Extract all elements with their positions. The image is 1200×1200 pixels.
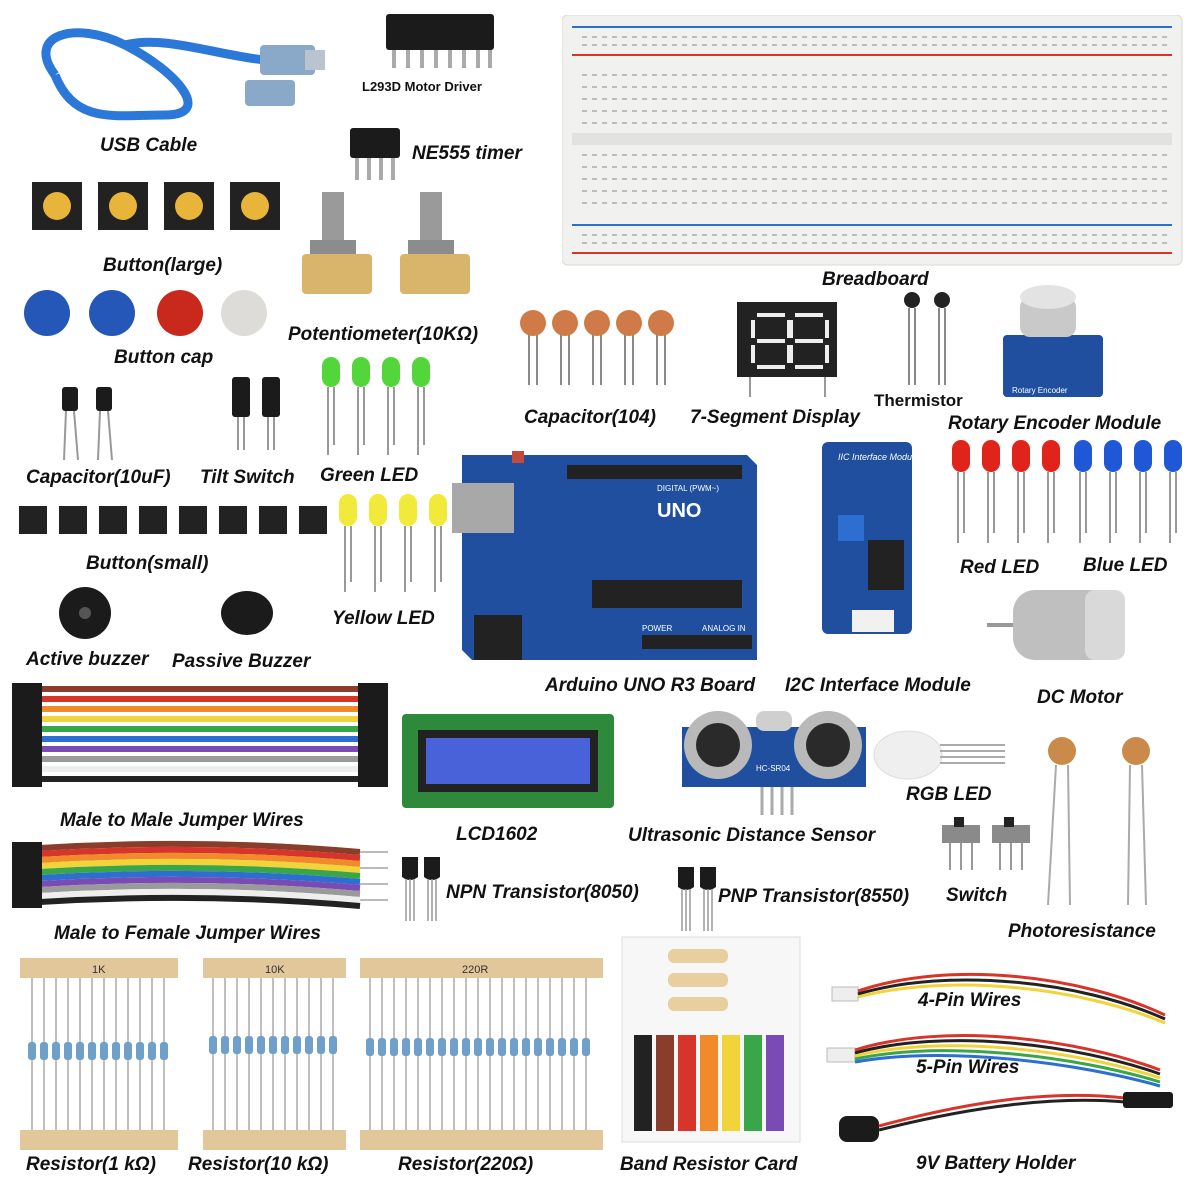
usb-cable-label: USB Cable [100,135,198,156]
arduino-board: UNO DIGITAL (PWM~) POWER ANALOG IN [452,445,762,670]
battery-holder [835,1090,1180,1150]
tilt-switches [228,375,288,455]
capacitor-104-label: Capacitor(104) [524,407,656,428]
active-buzzer-label: Active buzzer [26,649,149,670]
rotary-encoder-label: Rotary Encoder Module [948,413,1162,434]
red-led-label: Red LED [960,557,1040,578]
resistor-1k-label: Resistor(1 kΩ) [26,1154,156,1175]
usb-cable [15,15,335,135]
pnp-transistors [676,865,721,935]
four-pin-wires [830,965,1175,1025]
male-female-jumper-wires [10,838,390,918]
potentiometers [300,190,485,315]
red-leds [948,438,1063,548]
ne555-chip [345,125,405,185]
slide-switches [940,815,1040,875]
male-male-jumper-wires [10,675,390,805]
yellow-leds [335,492,450,597]
resistor-1k-text: 1K [92,964,106,976]
rgb-led [870,725,1010,785]
arduino-label: Arduino UNO R3 Board [545,675,756,696]
passive-buzzer-label: Passive Buzzer [172,651,311,672]
pin5-wires-label: 5-Pin Wires [916,1057,1020,1078]
lcd-label: LCD1602 [456,824,538,845]
five-pin-wires [825,1030,1170,1090]
potentiometer-label: Potentiometer(10KΩ) [288,324,479,345]
green-leds [318,355,433,460]
switch-label: Switch [946,885,1008,906]
ceramic-capacitors [515,305,685,390]
resistor-10k-label: Resistor(10 kΩ) [188,1154,329,1175]
buzzers [55,585,275,645]
electrolytic-capacitors [60,385,120,465]
dc-motor-label: DC Motor [1037,687,1123,708]
npn-transistors [400,855,445,925]
ne555-label: NE555 timer [412,143,522,164]
rotary-encoder-module: Rotary Encoder [998,275,1108,405]
button-small-label: Button(small) [86,553,209,574]
tilt-switch-label: Tilt Switch [200,467,295,488]
mm-wires-label: Male to Male Jumper Wires [60,810,304,831]
arduino-analog-text: ANALOG IN [702,624,746,633]
band-resistor-card [620,935,805,1145]
resistor-10k-text: 10K [265,964,285,976]
small-buttons [15,500,335,542]
npn-label: NPN Transistor(8050) [446,882,639,903]
resistors-1k: 1K [20,958,180,1153]
breadboard-label: Breadboard [822,269,929,290]
ultrasonic-board-text: HC-SR04 [756,764,791,773]
i2c-label: I2C Interface Module [785,675,971,696]
arduino-uno-text: UNO [657,500,701,522]
seven-segment-label: 7-Segment Display [690,407,860,428]
arduino-digital-text: DIGITAL (PWM~) [657,484,719,493]
ultrasonic-label: Ultrasonic Distance Sensor [628,825,876,846]
resistor-220-label: Resistor(220Ω) [398,1154,534,1175]
pin4-wires-label: 4-Pin Wires [918,990,1022,1011]
dc-motor [985,585,1135,670]
button-large-label: Button(large) [103,255,223,276]
capacitor-10uf-label: Capacitor(10uF) [26,467,171,488]
mf-wires-label: Male to Female Jumper Wires [54,923,321,944]
seven-segment-display [735,300,845,400]
ultrasonic-sensor: HC-SR04 [680,705,870,820]
blue-leds [1070,438,1185,548]
button-caps [22,288,272,343]
thermistors [900,290,955,390]
rotary-encoder-text: Rotary Encoder [1012,386,1068,395]
arduino-power-text: POWER [642,624,672,633]
resistor-220-text: 220R [462,964,488,976]
lcd1602 [400,712,620,812]
green-led-label: Green LED [320,465,419,486]
motor-driver-chip [380,10,500,70]
i2c-interface-module: IIC Interface Module [818,440,918,640]
i2c-board-text: IIC Interface Module [838,452,918,462]
rgb-led-label: RGB LED [906,784,992,805]
blue-led-label: Blue LED [1083,555,1168,576]
photoresistance-label: Photoresistance [1008,921,1156,942]
resistors-220: 220R [360,958,605,1153]
pnp-label: PNP Transistor(8550) [718,886,910,907]
breadboard [562,15,1187,270]
button-cap-label: Button cap [114,347,214,368]
thermistor-label: Thermistor [874,391,963,410]
motor-driver-label: L293D Motor Driver [362,79,482,94]
photoresistors [1040,735,1160,910]
yellow-led-label: Yellow LED [332,608,435,629]
resistors-10k: 10K [203,958,348,1153]
band-card-label: Band Resistor Card [620,1154,798,1175]
battery-holder-label: 9V Battery Holder [916,1153,1076,1174]
large-buttons [30,180,290,250]
